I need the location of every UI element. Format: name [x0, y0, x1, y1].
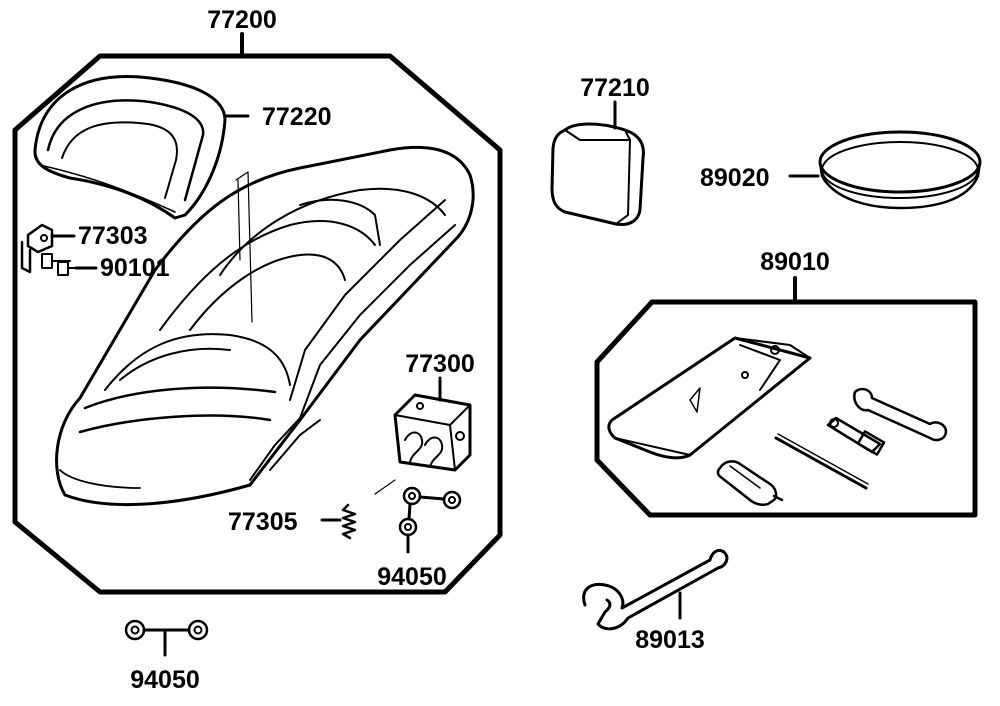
- spark-plug-socket-illustration: [826, 416, 886, 456]
- label-77210: 77210: [580, 74, 650, 102]
- wrench-illustration: [853, 387, 948, 442]
- backrest-pad-illustration: [33, 75, 250, 220]
- label-77220: 77220: [262, 103, 332, 131]
- seat-assembly-frame: [12, 32, 503, 595]
- label-94050-outer: 94050: [130, 666, 200, 694]
- label-89020: 89020: [700, 164, 770, 192]
- label-77303: 77303: [78, 222, 148, 250]
- bolts-illustration: [41, 253, 98, 276]
- band-illustration: [788, 130, 982, 210]
- tool-pouch-illustration: [607, 336, 812, 460]
- label-77300: 77300: [405, 350, 475, 378]
- hook-spanner-illustration: [582, 548, 729, 631]
- label-90101: 90101: [100, 254, 170, 282]
- bracket-illustration: [20, 223, 76, 274]
- seat-illustration: [55, 146, 475, 507]
- spring-illustration: [320, 503, 357, 540]
- label-77200: 77200: [207, 6, 277, 34]
- label-94050-inner: 94050: [377, 563, 447, 591]
- label-89010: 89010: [760, 248, 830, 276]
- screwdriver-shaft-illustration: [774, 433, 869, 490]
- screwdriver-handle-illustration: [716, 460, 784, 507]
- seat-latch-illustration: [374, 376, 472, 495]
- cushion-illustration: [550, 100, 645, 226]
- label-77305: 77305: [228, 508, 298, 536]
- toolkit-frame: [594, 276, 978, 518]
- nuts-illustration: [398, 486, 462, 554]
- label-89013: 89013: [635, 626, 705, 654]
- nuts-outer-illustration: [124, 619, 209, 657]
